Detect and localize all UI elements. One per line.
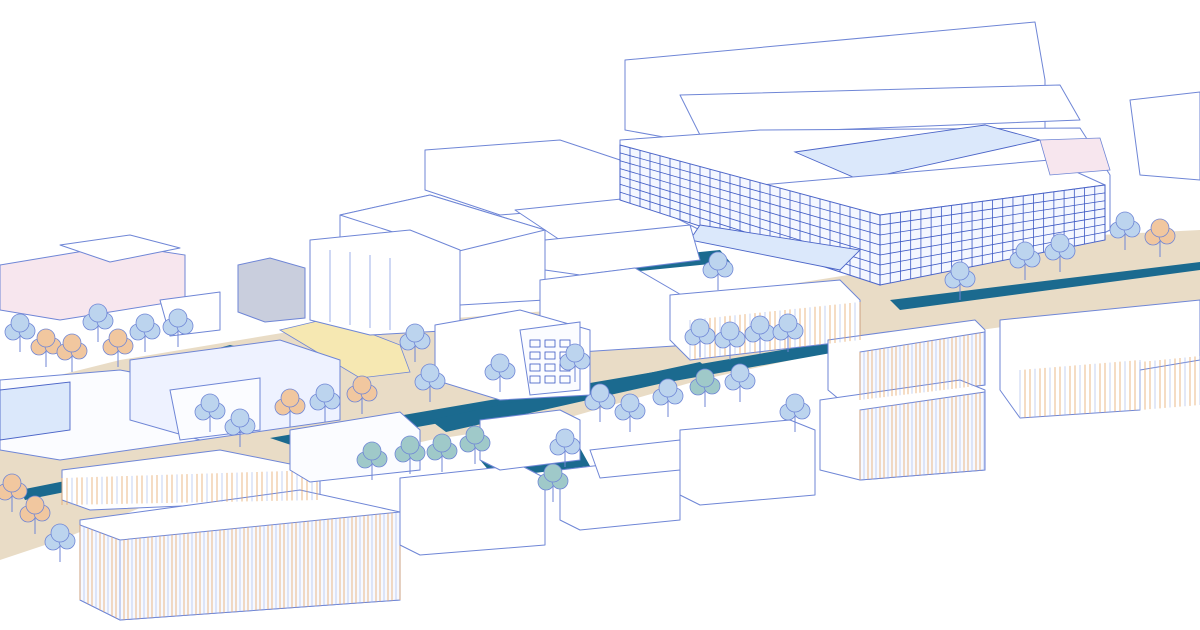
tree xyxy=(1109,211,1141,250)
tree xyxy=(102,328,134,367)
tree xyxy=(702,251,734,290)
tree xyxy=(724,363,756,402)
tree xyxy=(309,383,341,422)
tree xyxy=(82,303,114,342)
tree xyxy=(559,343,591,382)
tree xyxy=(0,473,28,512)
road-east xyxy=(890,262,1200,310)
tree xyxy=(30,328,62,367)
tree xyxy=(1044,233,1076,272)
tree xyxy=(356,441,388,480)
tree xyxy=(346,375,378,414)
tree xyxy=(19,495,51,534)
tree xyxy=(684,318,716,357)
tree xyxy=(56,333,88,372)
building-far-east xyxy=(1129,91,1200,181)
tree xyxy=(224,408,256,447)
tree xyxy=(4,313,36,352)
tree xyxy=(459,425,491,464)
tree xyxy=(162,308,194,347)
tree xyxy=(484,353,516,392)
tree xyxy=(584,383,616,422)
tree xyxy=(549,428,581,467)
tree xyxy=(414,363,446,402)
tree xyxy=(714,321,746,360)
tree xyxy=(426,433,458,472)
tree xyxy=(689,368,721,407)
tree xyxy=(779,393,811,432)
tree xyxy=(194,393,226,432)
striped-slabs xyxy=(61,279,1200,621)
tree xyxy=(772,313,804,352)
tower-block xyxy=(309,229,461,336)
west-blocks xyxy=(0,234,421,483)
tree xyxy=(129,313,161,352)
foreground-boxes xyxy=(399,409,816,556)
road-main-inner xyxy=(430,362,712,432)
tree xyxy=(274,388,306,427)
tree xyxy=(614,393,646,432)
glass-complex xyxy=(619,124,1111,286)
tree xyxy=(652,378,684,417)
tree xyxy=(399,323,431,362)
tree xyxy=(537,463,569,502)
grey-block xyxy=(237,257,306,323)
tree xyxy=(744,315,776,354)
tree xyxy=(394,435,426,474)
box-south-1 xyxy=(399,464,546,556)
tree-layer xyxy=(0,211,1176,562)
box-south-3 xyxy=(679,419,816,506)
tree xyxy=(944,261,976,300)
tree xyxy=(1144,218,1176,257)
central-blocks xyxy=(237,194,701,401)
tree xyxy=(44,523,76,562)
tree xyxy=(1009,241,1041,280)
